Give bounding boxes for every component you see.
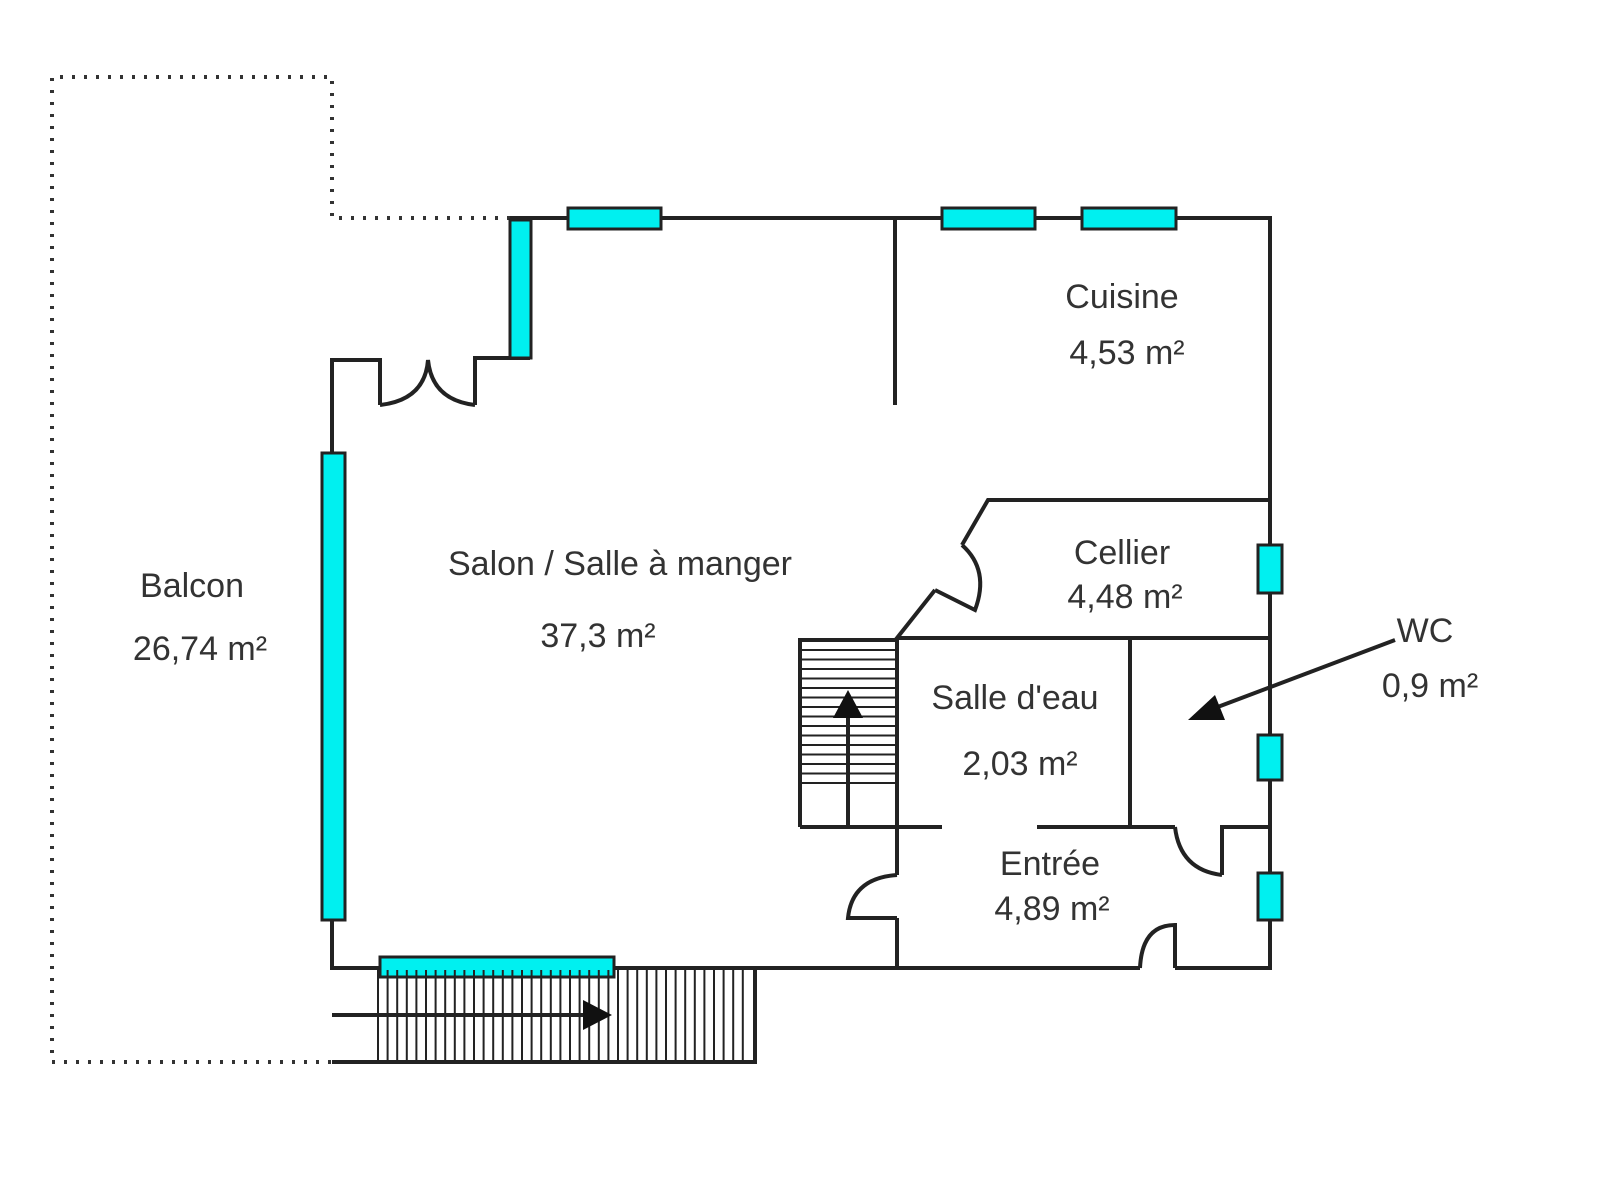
room-area-salle-eau: 2,03 m² xyxy=(962,745,1077,783)
room-area-cellier: 4,48 m² xyxy=(1067,578,1182,616)
room-area-entree: 4,89 m² xyxy=(994,890,1109,928)
stair-direction-arrow xyxy=(583,1000,612,1030)
room-area-balcon: 26,74 m² xyxy=(133,630,267,668)
entree-bottom-door-arc xyxy=(1138,922,1177,969)
stair-up-arrow xyxy=(833,690,863,718)
room-area-salon: 37,3 m² xyxy=(540,617,655,655)
cellier-door-arc xyxy=(934,543,983,613)
room-name-salle-eau: Salle d'eau xyxy=(931,679,1098,717)
wc-door-arc xyxy=(1173,826,1223,877)
room-name-cuisine: Cuisine xyxy=(1065,278,1178,316)
room-name-wc: WC xyxy=(1397,612,1454,650)
staircase-interior xyxy=(798,638,897,827)
balcony-door-arc xyxy=(379,359,476,407)
room-name-salon: Salon / Salle à manger xyxy=(448,545,792,583)
balcony-outline xyxy=(50,75,510,1064)
room-area-wc: 0,9 m² xyxy=(1382,667,1478,705)
wc-pointer-arrow xyxy=(1188,638,1396,720)
staircase-exterior xyxy=(332,968,757,1064)
room-name-balcon: Balcon xyxy=(140,567,244,605)
entree-left-door-arc xyxy=(845,873,898,920)
room-name-cellier: Cellier xyxy=(1074,534,1170,572)
room-name-entree: Entrée xyxy=(1000,845,1100,883)
doors xyxy=(379,359,1223,969)
room-area-cuisine: 4,53 m² xyxy=(1069,334,1184,372)
windows xyxy=(320,206,1284,979)
